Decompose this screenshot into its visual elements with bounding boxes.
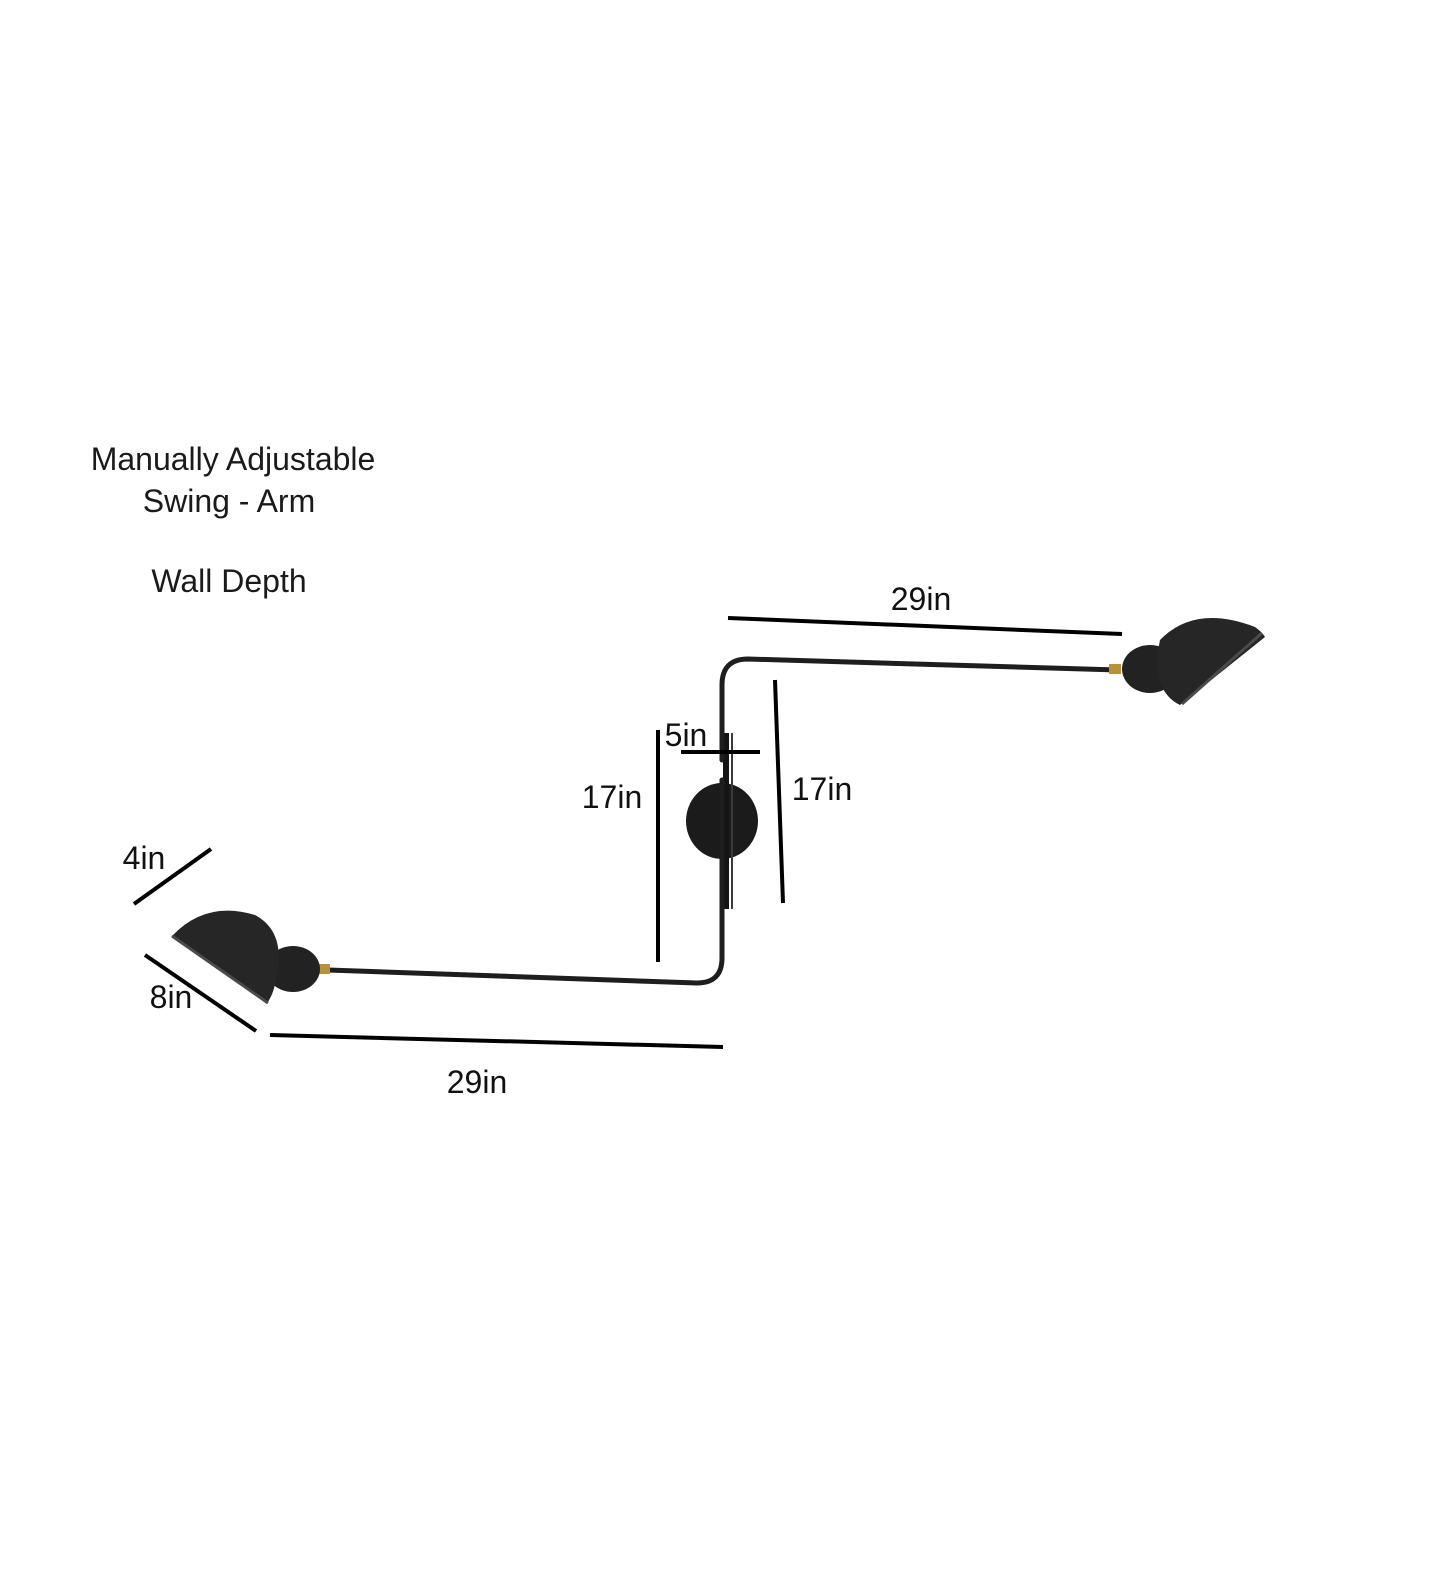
shade-diameter-dimension-label: 8in	[150, 979, 193, 1015]
wall-lamp-fixture	[171, 618, 1265, 1005]
shade-depth-dimension-label: 4in	[123, 840, 166, 876]
top-arm-dimension-label: 29in	[891, 581, 952, 617]
right-height-dimension-label: 17in	[792, 771, 853, 807]
shade-diameter-dimension-line	[143, 953, 258, 1033]
title-line-1: Manually Adjustable	[91, 441, 376, 477]
left-lamp-shade	[171, 910, 320, 1005]
title-line-3: Wall Depth	[151, 563, 306, 599]
left-height-dimension-label: 17in	[582, 779, 643, 815]
upper-swing-arm	[719, 656, 1121, 763]
lower-brass-joint	[318, 964, 330, 974]
title-line-2: Swing - Arm	[143, 483, 315, 519]
right-height-dimension-line	[773, 679, 785, 904]
shade-depth-dimension-line	[132, 847, 213, 906]
top-arm-dimension-line	[727, 616, 1123, 636]
wall-depth-dimension-label: 5in	[665, 717, 708, 753]
upper-brass-joint	[1109, 664, 1121, 674]
mounting-bar	[723, 733, 729, 909]
dimension-lines	[132, 616, 1123, 1049]
bottom-arm-dimension-line	[269, 1033, 724, 1049]
bottom-arm-dimension-label: 29in	[447, 1064, 508, 1100]
right-lamp-shade	[1122, 618, 1265, 706]
lower-swing-arm	[325, 777, 725, 986]
